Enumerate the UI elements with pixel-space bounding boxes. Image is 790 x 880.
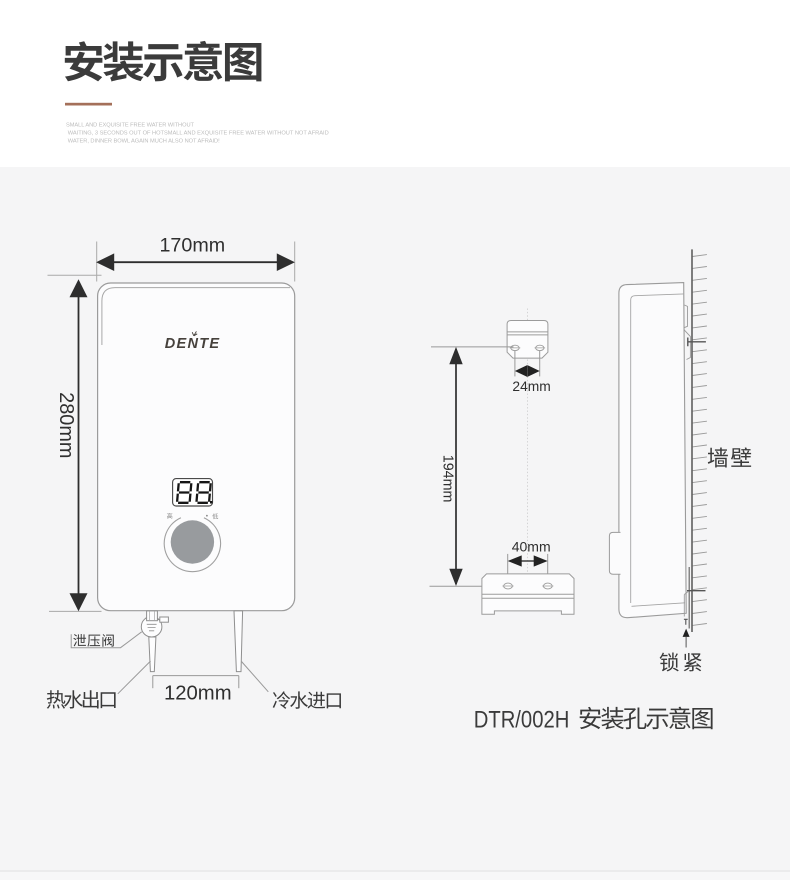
svg-text:SMALL AND EXQUISITE FREE WATER: SMALL AND EXQUISITE FREE WATER WITHOUT [66,122,195,128]
svg-text:194mm: 194mm [440,455,456,503]
svg-text:170mm: 170mm [159,235,225,257]
svg-text:DTR/002H: DTR/002H [474,706,570,733]
svg-text:120mm: 120mm [164,682,232,704]
svg-text:280mm: 280mm [55,392,77,458]
svg-text:DENTE: DENTE [165,336,221,352]
svg-text:WATER, DINNER BOWL AGAIN MUCH: WATER, DINNER BOWL AGAIN MUCH ALSO NOT A… [68,138,220,144]
svg-text:40mm: 40mm [512,538,551,554]
svg-text:WAITING, 3 SECONDS OUT OF HOTS: WAITING, 3 SECONDS OUT OF HOTSMALL AND E… [68,131,329,137]
svg-text:24mm: 24mm [512,379,550,394]
